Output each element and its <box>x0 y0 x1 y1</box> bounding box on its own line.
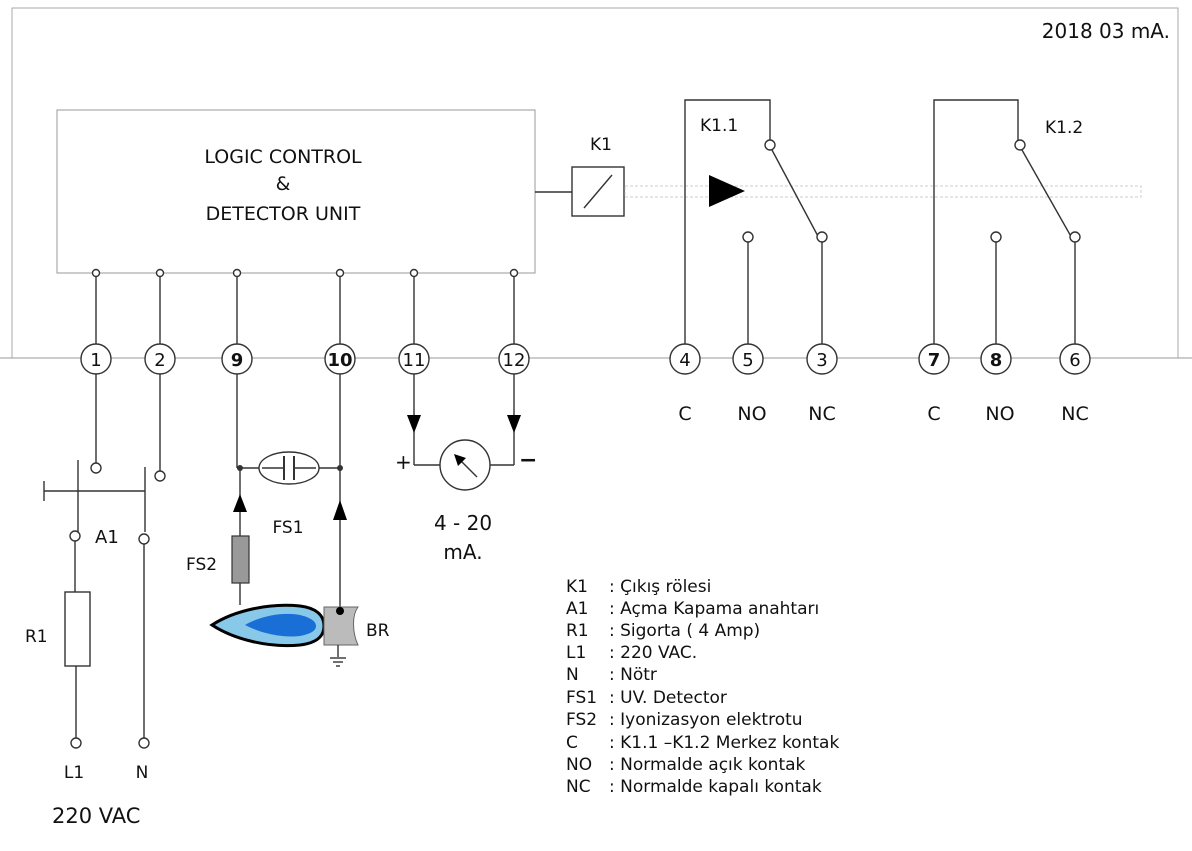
svg-text:7: 7 <box>928 350 941 371</box>
terminal-7: 7 <box>918 343 950 375</box>
enclosure-outline <box>11 7 1179 358</box>
legend-desc: : K1.1 –K1.2 Merkez kontak <box>609 733 839 753</box>
relay-mechanical-link <box>624 185 1142 198</box>
legend-key: N <box>566 665 579 685</box>
terminal-8: 8 <box>980 343 1012 375</box>
svg-text:3: 3 <box>816 350 827 371</box>
fuse-r1 <box>64 591 91 667</box>
terminal-11: 11 <box>398 343 430 375</box>
unit-title-line2: & <box>276 173 291 195</box>
legend-key: K1 <box>566 577 588 597</box>
legend-key: FS2 <box>566 710 597 730</box>
legend-key: L1 <box>566 643 586 663</box>
legend-key: R1 <box>566 621 589 641</box>
k12-no-label: NO <box>985 403 1014 425</box>
k12-c-label: C <box>927 403 940 425</box>
legend-desc: : Nötr <box>609 665 657 685</box>
svg-text:5: 5 <box>742 350 753 371</box>
ammeter-icon <box>439 439 491 491</box>
legend-desc: : Çıkış rölesi <box>609 577 711 597</box>
contact-k11 <box>684 99 828 345</box>
svg-text:8: 8 <box>990 350 1003 371</box>
uv-detector-fs1-icon <box>258 451 320 485</box>
contact-k12-label: K1.2 <box>1045 118 1083 138</box>
terminal-12: 12 <box>498 343 530 375</box>
k11-no-label: NO <box>737 403 766 425</box>
power-switch-a1 <box>43 374 166 738</box>
unit-title-line3: DETECTOR UNIT <box>206 203 361 225</box>
range-line1: 4 - 20 <box>434 511 492 535</box>
svg-text:10: 10 <box>327 350 352 371</box>
svg-text:4: 4 <box>679 350 690 371</box>
n-terminal <box>138 737 150 749</box>
relay-coil-label: K1 <box>590 135 612 155</box>
legend-key: C <box>566 733 578 753</box>
legend-desc: : Normalde kapalı kontak <box>609 777 822 797</box>
unit-leads <box>91 268 519 345</box>
logic-control-unit-box <box>56 109 536 274</box>
header-code: 2018 03 mA. <box>1042 19 1170 43</box>
current-output-wiring <box>407 374 521 466</box>
svg-text:12: 12 <box>503 350 526 371</box>
terminal-6: 6 <box>1059 343 1091 375</box>
legend: K1 : Çıkış rölesi A1 : Açma Kapama anaht… <box>566 577 839 797</box>
l1-label: L1 <box>64 763 84 783</box>
fs1-label: FS1 <box>272 518 303 538</box>
l1-terminal <box>70 737 82 749</box>
unit-title-line1: LOGIC CONTROL <box>204 146 362 168</box>
legend-desc: : Açma Kapama anahtarı <box>609 599 819 619</box>
flame-icon <box>209 603 326 648</box>
supply-label: 220 VAC <box>52 804 140 828</box>
terminal-3: 3 <box>806 343 838 375</box>
legend-key: NO <box>566 755 592 775</box>
legend-desc: : 220 VAC. <box>609 643 697 663</box>
flame-sensor-wiring <box>233 374 347 611</box>
fs2-label: FS2 <box>186 555 217 575</box>
contact-k12 <box>933 99 1081 345</box>
range-line2: mA. <box>443 540 482 564</box>
minus-sign: − <box>519 448 537 473</box>
terminal-1: 1 <box>80 343 112 375</box>
legend-desc: : Normalde açık kontak <box>609 755 806 775</box>
legend-key: FS1 <box>566 688 597 708</box>
terminal-10: 10 <box>324 343 356 375</box>
k11-nc-label: NC <box>808 403 835 425</box>
svg-text:1: 1 <box>90 350 101 371</box>
br-label: BR <box>366 621 390 641</box>
relay-coil-k1 <box>571 166 625 217</box>
plus-sign: + <box>395 450 412 474</box>
fuse-label: R1 <box>25 627 48 647</box>
terminal-2: 2 <box>144 343 176 375</box>
legend-key: NC <box>566 777 591 797</box>
legend-desc: : Iyonizasyon elektrotu <box>609 710 803 730</box>
svg-text:6: 6 <box>1069 350 1080 371</box>
terminal-9: 9 <box>221 343 253 375</box>
switch-label: A1 <box>95 527 119 548</box>
terminal-4: 4 <box>669 343 701 375</box>
terminal-5: 5 <box>732 343 764 375</box>
legend-desc: : Sigorta ( 4 Amp) <box>609 621 760 641</box>
link-arrow-icon <box>709 175 745 207</box>
k11-c-label: C <box>678 403 691 425</box>
legend-key: A1 <box>566 599 588 619</box>
burner-br-icon <box>323 606 359 667</box>
legend-desc: : UV. Detector <box>609 688 727 708</box>
svg-text:2: 2 <box>154 350 165 371</box>
n-label: N <box>136 763 149 783</box>
svg-text:11: 11 <box>403 350 426 371</box>
contact-k11-label: K1.1 <box>700 116 738 136</box>
svg-text:9: 9 <box>231 350 244 371</box>
ionization-electrode-fs2 <box>231 535 250 584</box>
k12-nc-label: NC <box>1061 403 1088 425</box>
